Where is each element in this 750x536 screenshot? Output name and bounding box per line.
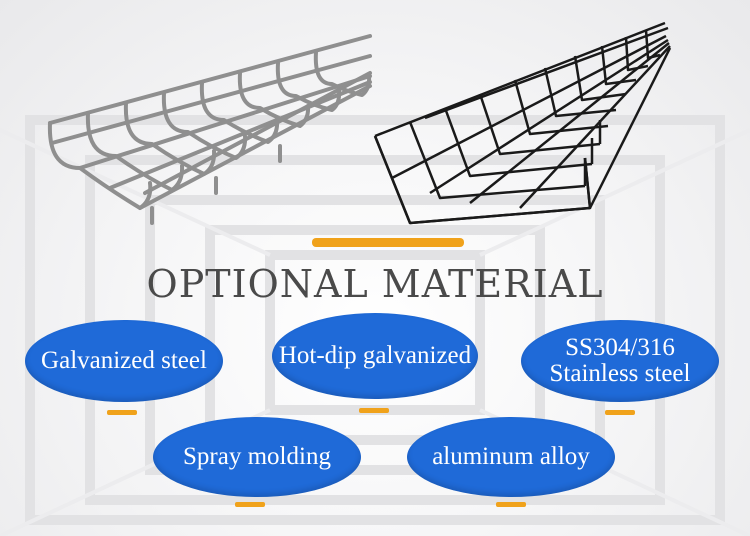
material-label-line1: SS304/316 <box>565 334 675 361</box>
badge-underline <box>235 502 265 507</box>
material-badge-stainless-steel: SS304/316 Stainless steel <box>521 320 719 402</box>
badge-underline <box>107 410 137 415</box>
material-badge-galvanized-steel: Galvanized steel <box>25 320 223 402</box>
divider-bar <box>312 238 464 247</box>
material-badge-hot-dip-galvanized: Hot-dip galvanized <box>272 313 478 399</box>
section-title: OPTIONAL MATERIAL <box>146 262 604 306</box>
material-label: Galvanized steel <box>41 347 207 374</box>
material-label: Spray molding <box>183 443 331 470</box>
badge-underline <box>359 408 389 413</box>
galvanized-wire-mesh-cable-tray <box>47 34 372 225</box>
badge-underline <box>605 410 635 415</box>
material-badge-spray-molding: Spray molding <box>153 417 361 497</box>
material-badge-aluminum-alloy: aluminum alloy <box>407 417 615 497</box>
black-wire-mesh-cable-tray <box>373 21 672 225</box>
badge-underline <box>496 502 526 507</box>
material-label: aluminum alloy <box>432 443 590 470</box>
material-label: Hot-dip galvanized <box>278 342 472 369</box>
material-label-line2: Stainless steel <box>549 360 691 387</box>
